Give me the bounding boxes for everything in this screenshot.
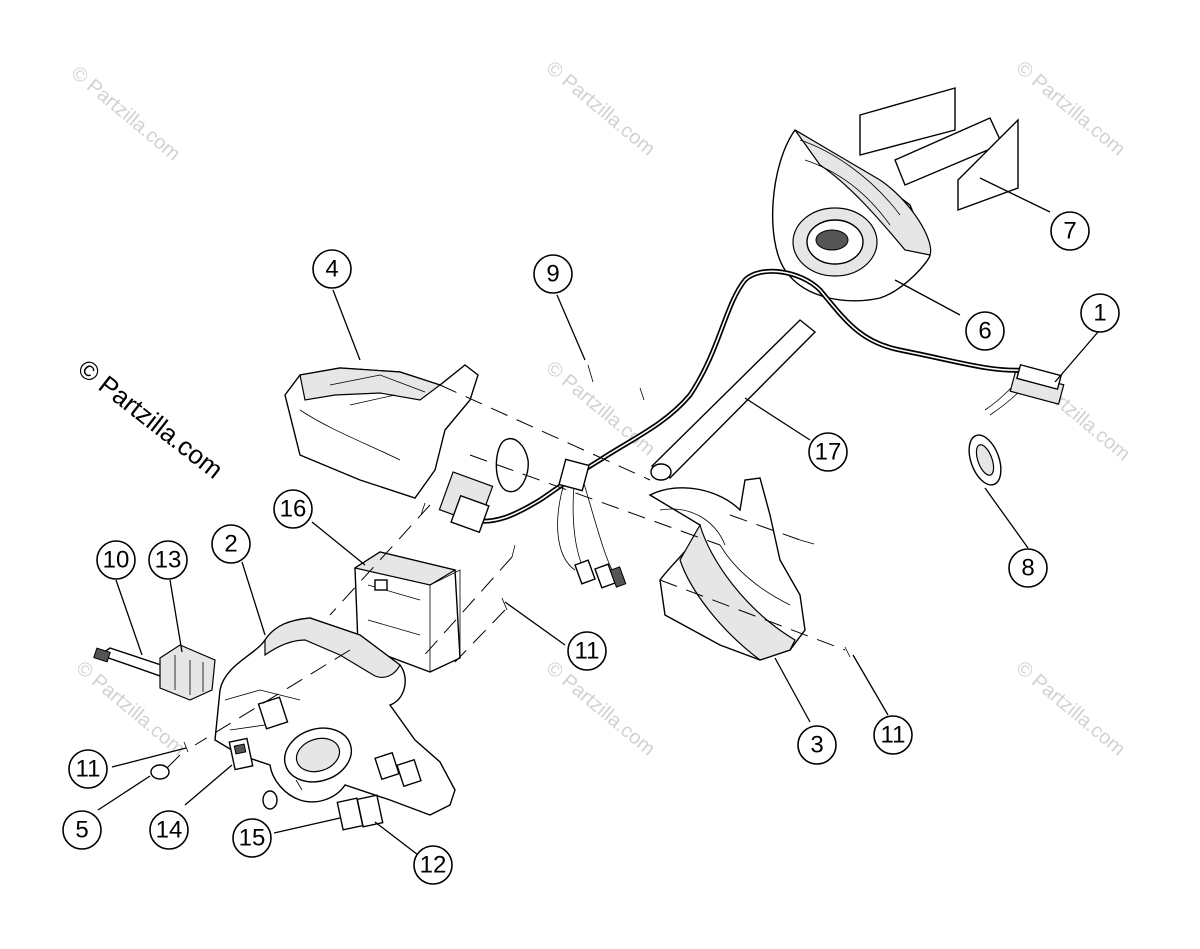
callout-label: 3: [810, 732, 823, 759]
callout-label: 16: [280, 496, 307, 523]
part-plug-2: [262, 790, 278, 810]
part-small-items: [150, 737, 384, 831]
leader-lines: [97, 177, 1099, 859]
part-plug: [150, 764, 170, 780]
callout-8: 8: [1008, 548, 1048, 588]
callout-label: 7: [1063, 218, 1076, 245]
callout-label: 11: [575, 638, 600, 665]
callout-label: 9: [546, 261, 559, 288]
callout-12: 12: [413, 845, 453, 885]
callout-16: 16: [273, 489, 313, 529]
callout-label: 6: [978, 318, 991, 345]
callout-label: 13: [155, 547, 182, 574]
watermark: © Partzilla.com: [542, 657, 659, 760]
callout-label: 11: [76, 756, 101, 783]
watermark: © Partzilla.com: [542, 57, 659, 160]
callout-11: 11: [567, 631, 607, 671]
callout-2: 2: [211, 524, 251, 564]
copyright-label: © Partzilla.com: [72, 353, 229, 485]
part-decals: [859, 87, 1019, 212]
watermark: © Partzilla.com: [1012, 657, 1129, 760]
part-column-cover: [772, 129, 932, 302]
callout-15: 15: [232, 818, 272, 858]
part-switch-assembly: [93, 644, 216, 701]
watermark: © Partzilla.com: [67, 62, 184, 165]
callout-11: 11: [873, 715, 913, 755]
callout-label: 15: [239, 825, 266, 852]
callout-label: 12: [420, 852, 447, 879]
callout-label: 14: [156, 817, 183, 844]
callout-10: 10: [96, 540, 136, 580]
part-dash-bezel: [214, 617, 456, 816]
callout-17: 17: [808, 432, 848, 472]
callout-6: 6: [965, 311, 1005, 351]
part-lower-panel: [648, 477, 806, 661]
callout-label: 2: [224, 531, 237, 558]
callout-label: 10: [103, 547, 130, 574]
part-screws: [183, 364, 851, 791]
callout-9: 9: [533, 254, 573, 294]
callout-11: 11: [68, 749, 108, 789]
part-steering-shaft: [650, 319, 817, 481]
callout-4: 4: [312, 249, 352, 289]
callout-14: 14: [149, 810, 189, 850]
callout-7: 7: [1050, 211, 1090, 251]
part-upper-panel: [284, 364, 479, 499]
part-wiring-harness: [438, 268, 1065, 589]
callout-label: 5: [75, 817, 88, 844]
callout-13: 13: [148, 540, 188, 580]
watermark: © Partzilla.com: [542, 357, 659, 460]
part-switch-12: [356, 794, 384, 828]
callout-label: 11: [881, 722, 906, 749]
callout-label: 4: [325, 256, 338, 283]
callout-3: 3: [797, 725, 837, 765]
watermark: © Partzilla.com: [1012, 57, 1129, 160]
callout-5: 5: [62, 810, 102, 850]
callout-label: 8: [1021, 555, 1034, 582]
part-control-module: [353, 551, 461, 673]
callout-1: 1: [1080, 293, 1120, 333]
assembly-lines: [164, 384, 846, 771]
callout-label: 17: [815, 439, 842, 466]
callout-label: 1: [1093, 300, 1106, 327]
